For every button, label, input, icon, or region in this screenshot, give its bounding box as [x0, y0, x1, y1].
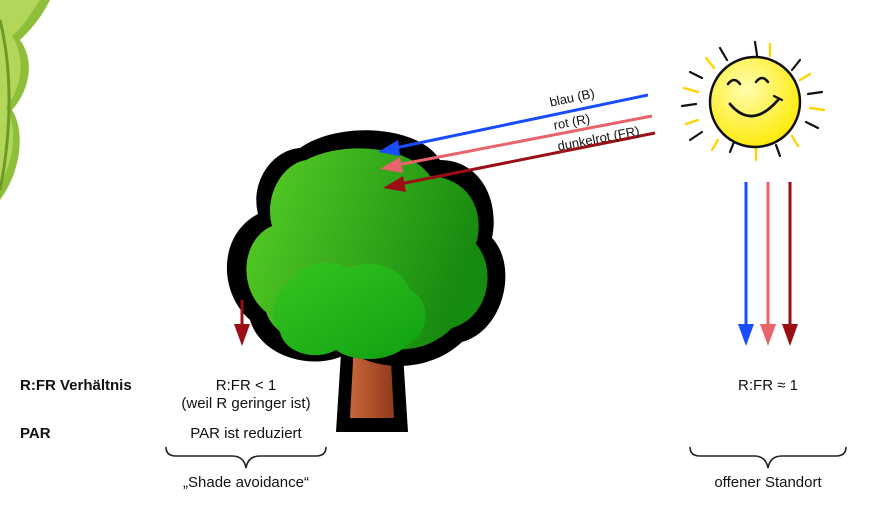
- sun-icon: [680, 40, 826, 162]
- blue-ray-arrow: [394, 93, 649, 150]
- open-caption: offener Standort: [714, 474, 822, 491]
- shade-brace: [165, 446, 327, 469]
- shade-farred-arrow: [234, 300, 250, 346]
- leaf-decoration: [0, 0, 50, 200]
- incoming-rays: [378, 93, 656, 192]
- shade-par-value: PAR ist reduziert: [190, 425, 302, 442]
- tree-icon: [226, 130, 506, 432]
- shade-caption: „Shade avoidance“: [183, 474, 309, 491]
- open-site-brace: [689, 446, 847, 469]
- red-ray-arrow: [396, 114, 653, 167]
- farred-ray-arrow: [399, 131, 656, 186]
- open-site-rays: [738, 182, 798, 346]
- shade-ratio-note: (weil R geringer ist): [181, 395, 311, 412]
- par-row-label: PAR: [20, 425, 51, 442]
- open-ratio-value: R:FR ≈ 1: [738, 377, 798, 394]
- ratio-row-label: R:FR Verhältnis: [20, 377, 132, 394]
- shade-ratio-value: R:FR < 1: [215, 377, 277, 394]
